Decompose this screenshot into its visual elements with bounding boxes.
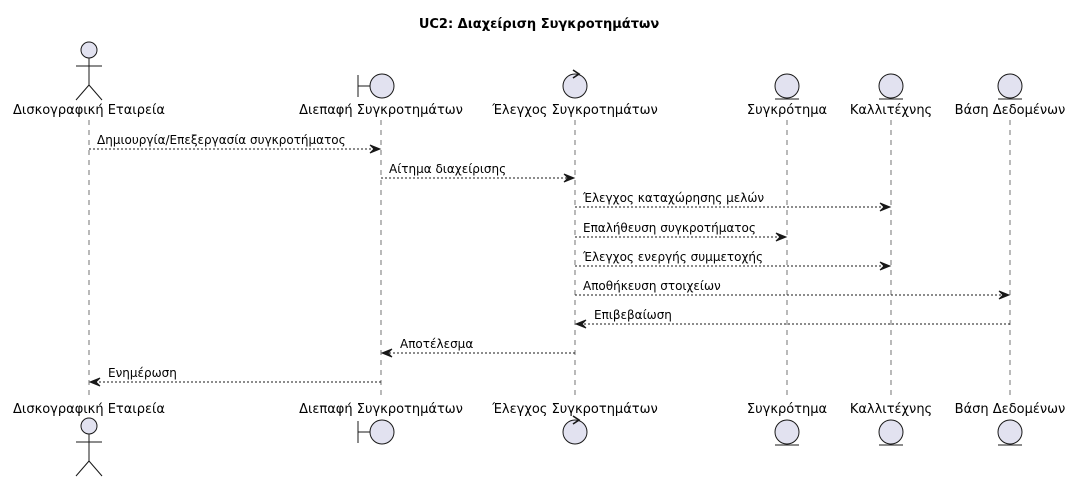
entity-icon bbox=[774, 419, 800, 446]
participant-2-label: Διεπαφή Συγκροτημάτων bbox=[299, 402, 463, 417]
message-9: Ενημέρωση bbox=[88, 366, 381, 387]
participant-3-label: Έλεγχος Συγκροτημάτων bbox=[491, 103, 658, 118]
message-6: Αποθήκευση στοιχείων bbox=[575, 279, 1011, 300]
participant-4-label: Συγκρότημα bbox=[747, 402, 827, 417]
participant-6-top: Βάση Δεδομένων bbox=[955, 73, 1066, 118]
actor-icon bbox=[75, 417, 103, 477]
actor-icon bbox=[75, 41, 103, 101]
message-label: Δημιουργία/Επεξεργασία συγκροτήματος bbox=[97, 133, 346, 147]
message-4: Επαλήθευση συγκροτήματος bbox=[575, 221, 788, 242]
participant-2-label: Διεπαφή Συγκροτημάτων bbox=[299, 103, 463, 118]
control-icon bbox=[562, 415, 588, 445]
message-label: Αποτέλεσμα bbox=[400, 337, 473, 351]
entity-icon bbox=[774, 73, 800, 100]
participant-2-top: Διεπαφή Συγκροτημάτων bbox=[299, 73, 463, 118]
participant-5-label: Καλλιτέχνης bbox=[850, 402, 932, 417]
message-1: Δημιουργία/Επεξεργασία συγκροτήματος bbox=[89, 133, 382, 154]
diagram-title: UC2: Διαχείριση Συγκροτημάτων bbox=[419, 17, 660, 32]
message-label: Ενημέρωση bbox=[108, 366, 177, 380]
arrow-head-icon bbox=[775, 232, 788, 242]
boundary-icon bbox=[357, 419, 395, 445]
participant-1-bottom: Δισκογραφική Εταιρεία bbox=[13, 402, 165, 477]
participant-3-bottom: Έλεγχος Συγκροτημάτων bbox=[491, 402, 658, 445]
arrow-head-icon bbox=[574, 319, 587, 329]
participant-2-bottom: Διεπαφή Συγκροτημάτων bbox=[299, 402, 463, 445]
message-label: Αίτημα διαχείρισης bbox=[389, 162, 506, 176]
participant-1-label: Δισκογραφική Εταιρεία bbox=[13, 103, 165, 118]
arrow-head-icon bbox=[369, 144, 382, 154]
participant-5-label: Καλλιτέχνης bbox=[850, 103, 932, 118]
arrow-head-icon bbox=[879, 261, 892, 271]
entity-icon bbox=[997, 73, 1023, 100]
boundary-icon bbox=[357, 73, 395, 99]
arrow-head-icon bbox=[998, 290, 1011, 300]
message-label: Έλεγχος καταχώρησης μελών bbox=[582, 191, 764, 205]
participant-3-label: Έλεγχος Συγκροτημάτων bbox=[491, 402, 658, 417]
message-label: Αποθήκευση στοιχείων bbox=[583, 279, 721, 293]
message-label: Επιβεβαίωση bbox=[594, 308, 672, 322]
message-label: Επαλήθευση συγκροτήματος bbox=[583, 221, 756, 235]
participant-1-top: Δισκογραφική Εταιρεία bbox=[13, 41, 165, 118]
message-3: Έλεγχος καταχώρησης μελών bbox=[575, 191, 892, 212]
participant-3-top: Έλεγχος Συγκροτημάτων bbox=[491, 69, 658, 118]
control-icon bbox=[562, 69, 588, 99]
participant-6-bottom: Βάση Δεδομένων bbox=[955, 402, 1066, 446]
participant-5-bottom: Καλλιτέχνης bbox=[850, 402, 932, 446]
message-label: Έλεγχος ενεργής συμμετοχής bbox=[582, 250, 763, 264]
participant-4-top: Συγκρότημα bbox=[747, 73, 827, 118]
arrow-head-icon bbox=[88, 377, 101, 387]
message-8: Αποτέλεσμα bbox=[380, 337, 575, 358]
message-5: Έλεγχος ενεργής συμμετοχής bbox=[575, 250, 892, 271]
participant-6-label: Βάση Δεδομένων bbox=[955, 103, 1066, 118]
message-2: Αίτημα διαχείρισης bbox=[381, 162, 576, 183]
arrow-head-icon bbox=[879, 202, 892, 212]
entity-icon bbox=[878, 73, 904, 100]
participant-4-bottom: Συγκρότημα bbox=[747, 402, 827, 446]
entity-icon bbox=[878, 419, 904, 446]
participant-1-label: Δισκογραφική Εταιρεία bbox=[13, 402, 165, 417]
participant-6-label: Βάση Δεδομένων bbox=[955, 402, 1066, 417]
arrow-head-icon bbox=[380, 348, 393, 358]
message-7: Επιβεβαίωση bbox=[574, 308, 1010, 329]
participant-5-top: Καλλιτέχνης bbox=[850, 73, 932, 118]
arrow-head-icon bbox=[563, 173, 576, 183]
participant-4-label: Συγκρότημα bbox=[747, 103, 827, 118]
entity-icon bbox=[997, 419, 1023, 446]
